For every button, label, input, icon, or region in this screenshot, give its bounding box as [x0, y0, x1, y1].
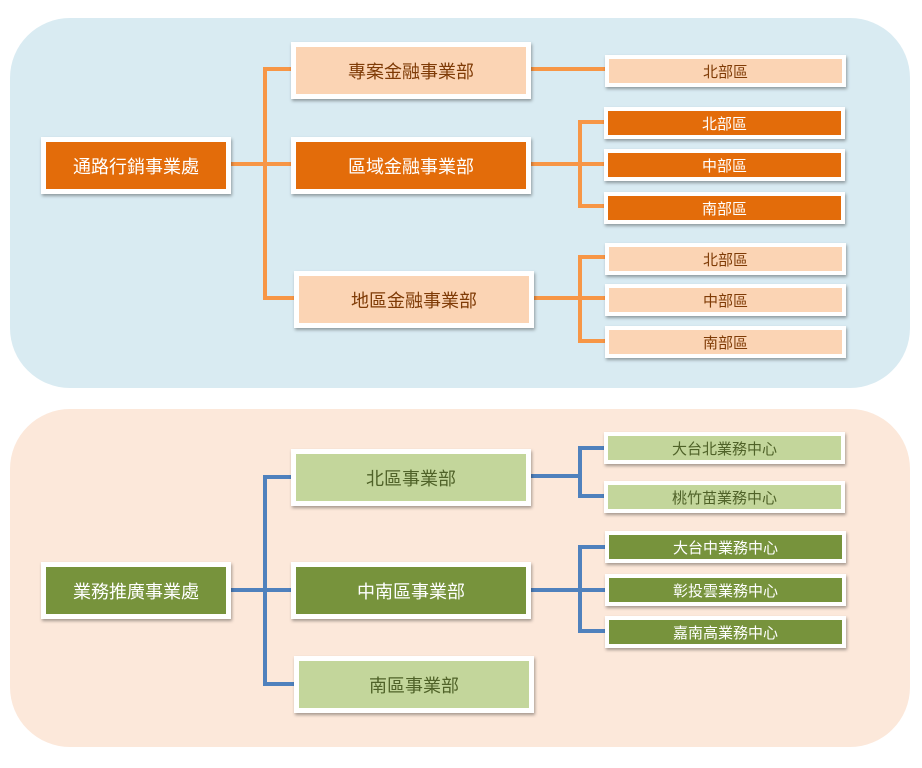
region-node[interactable]: 中部區 — [604, 149, 845, 181]
dept-node-project-finance[interactable]: 專案金融事業部 — [291, 42, 531, 99]
region-node[interactable]: 北部區 — [605, 243, 846, 275]
dept-node-local-finance[interactable]: 地區金融事業部 — [294, 271, 534, 328]
region-node[interactable]: 北部區 — [605, 55, 846, 87]
center-node[interactable]: 嘉南高業務中心 — [605, 616, 846, 648]
center-node[interactable]: 彰投雲業務中心 — [605, 574, 846, 606]
region-node[interactable]: 北部區 — [604, 107, 845, 139]
dept-node-north[interactable]: 北區事業部 — [291, 449, 531, 506]
center-node[interactable]: 大台北業務中心 — [604, 432, 845, 464]
center-node[interactable]: 大台中業務中心 — [605, 531, 846, 563]
dept-node-south[interactable]: 南區事業部 — [294, 656, 534, 713]
dept-node-regional-finance[interactable]: 區域金融事業部 — [291, 137, 531, 194]
region-node[interactable]: 中部區 — [605, 284, 846, 316]
root-node-business-promotion[interactable]: 業務推廣事業處 — [41, 562, 231, 619]
region-node[interactable]: 南部區 — [604, 192, 845, 224]
center-node[interactable]: 桃竹苗業務中心 — [604, 481, 845, 513]
region-node[interactable]: 南部區 — [605, 326, 846, 358]
root-node-channel-marketing[interactable]: 通路行銷事業處 — [41, 137, 231, 194]
dept-node-central-south[interactable]: 中南區事業部 — [291, 562, 531, 619]
